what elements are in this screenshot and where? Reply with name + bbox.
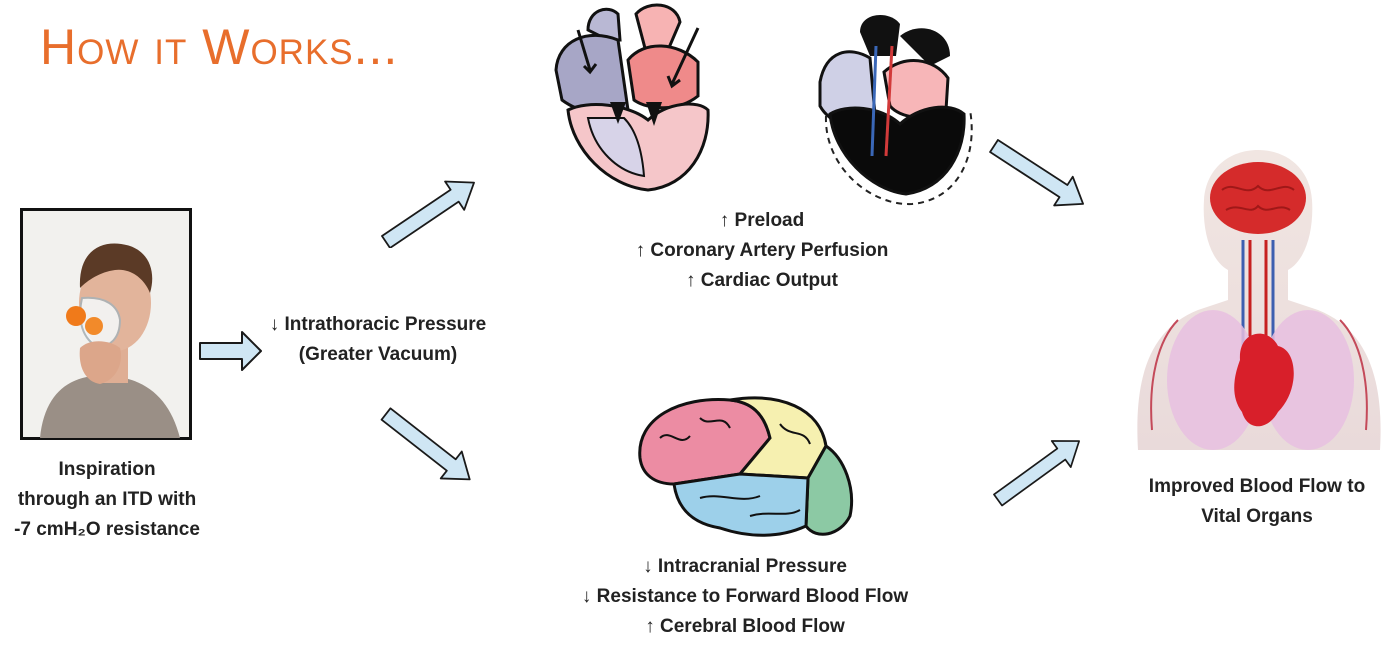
body-outcome-line-1: Improved Blood Flow to bbox=[1120, 472, 1394, 502]
heart-effect-output: ↑ Cardiac Output bbox=[612, 266, 912, 296]
brain-effect-intracranial: ↓ Intracranial Pressure bbox=[560, 552, 930, 582]
patient-photo bbox=[20, 208, 192, 440]
brain-effect-cerebral: ↑ Cerebral Blood Flow bbox=[560, 612, 930, 642]
body-outcome-line-2: Vital Organs bbox=[1120, 502, 1394, 532]
heart-diagram-ejecting bbox=[800, 6, 980, 206]
arrow-heart-to-body bbox=[988, 138, 1100, 218]
heart-effect-coronary: ↑ Coronary Artery Perfusion bbox=[612, 236, 912, 266]
heart-effect-preload: ↑ Preload bbox=[612, 206, 912, 236]
body-outcome-label: Improved Blood Flow to Vital Organs bbox=[1120, 472, 1394, 532]
patient-label-line-3: -7 cmH₂O resistance bbox=[10, 515, 204, 545]
brain-effect-resistance: ↓ Resistance to Forward Blood Flow bbox=[560, 582, 930, 612]
intrathoracic-line-2: (Greater Vacuum) bbox=[268, 340, 488, 370]
intrathoracic-label: ↓ Intrathoracic Pressure (Greater Vacuum… bbox=[268, 310, 488, 370]
patient-label-line-2: through an ITD with bbox=[10, 485, 204, 515]
page-title: How it Works... bbox=[40, 18, 398, 76]
arrow-to-center bbox=[198, 328, 264, 374]
arrow-brain-to-body bbox=[992, 432, 1096, 508]
arrow-to-brain bbox=[380, 406, 490, 496]
heart-effects-label: ↑ Preload ↑ Coronary Artery Perfusion ↑ … bbox=[612, 206, 912, 296]
intrathoracic-line-1: ↓ Intrathoracic Pressure bbox=[268, 310, 488, 340]
arrow-to-heart bbox=[380, 172, 490, 248]
brain-diagram bbox=[630, 388, 870, 548]
patient-label: Inspiration through an ITD with -7 cmH₂O… bbox=[10, 455, 204, 545]
patient-label-line-1: Inspiration bbox=[10, 455, 204, 485]
body-circulation-illustration bbox=[1118, 150, 1398, 460]
heart-diagram-filling bbox=[548, 0, 718, 196]
brain-effects-label: ↓ Intracranial Pressure ↓ Resistance to … bbox=[560, 552, 930, 642]
